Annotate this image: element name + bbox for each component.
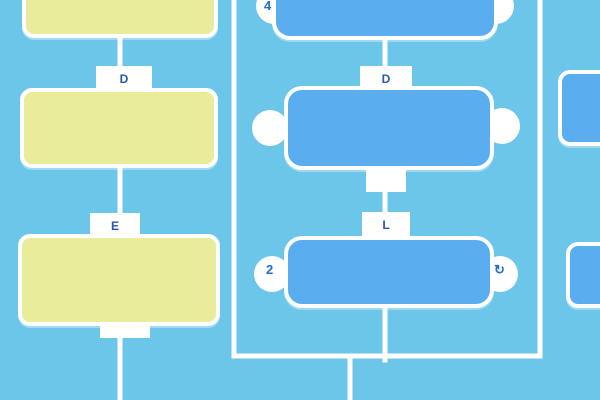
middle-box-2-left-ear bbox=[252, 110, 288, 146]
left-tag-1: D bbox=[96, 66, 152, 92]
middle-top-box bbox=[272, 0, 498, 40]
right-box-2 bbox=[566, 242, 600, 308]
middle-tag-2: L bbox=[362, 212, 410, 238]
middle-box-2-base bbox=[366, 166, 406, 192]
left-box-3-base bbox=[100, 322, 150, 338]
middle-frame bbox=[231, 0, 543, 359]
middle-box-3-side-mark: 2 bbox=[266, 262, 274, 277]
left-box-2 bbox=[20, 88, 218, 168]
left-top-box bbox=[22, 0, 218, 38]
middle-top-side-mark: 4 bbox=[264, 0, 272, 13]
middle-box-3 bbox=[284, 236, 494, 308]
left-box-3 bbox=[18, 234, 220, 326]
middle-box-3-right-arrow-icon: ↻ bbox=[494, 262, 505, 277]
right-box-1 bbox=[558, 70, 600, 146]
middle-box-2 bbox=[284, 86, 494, 170]
